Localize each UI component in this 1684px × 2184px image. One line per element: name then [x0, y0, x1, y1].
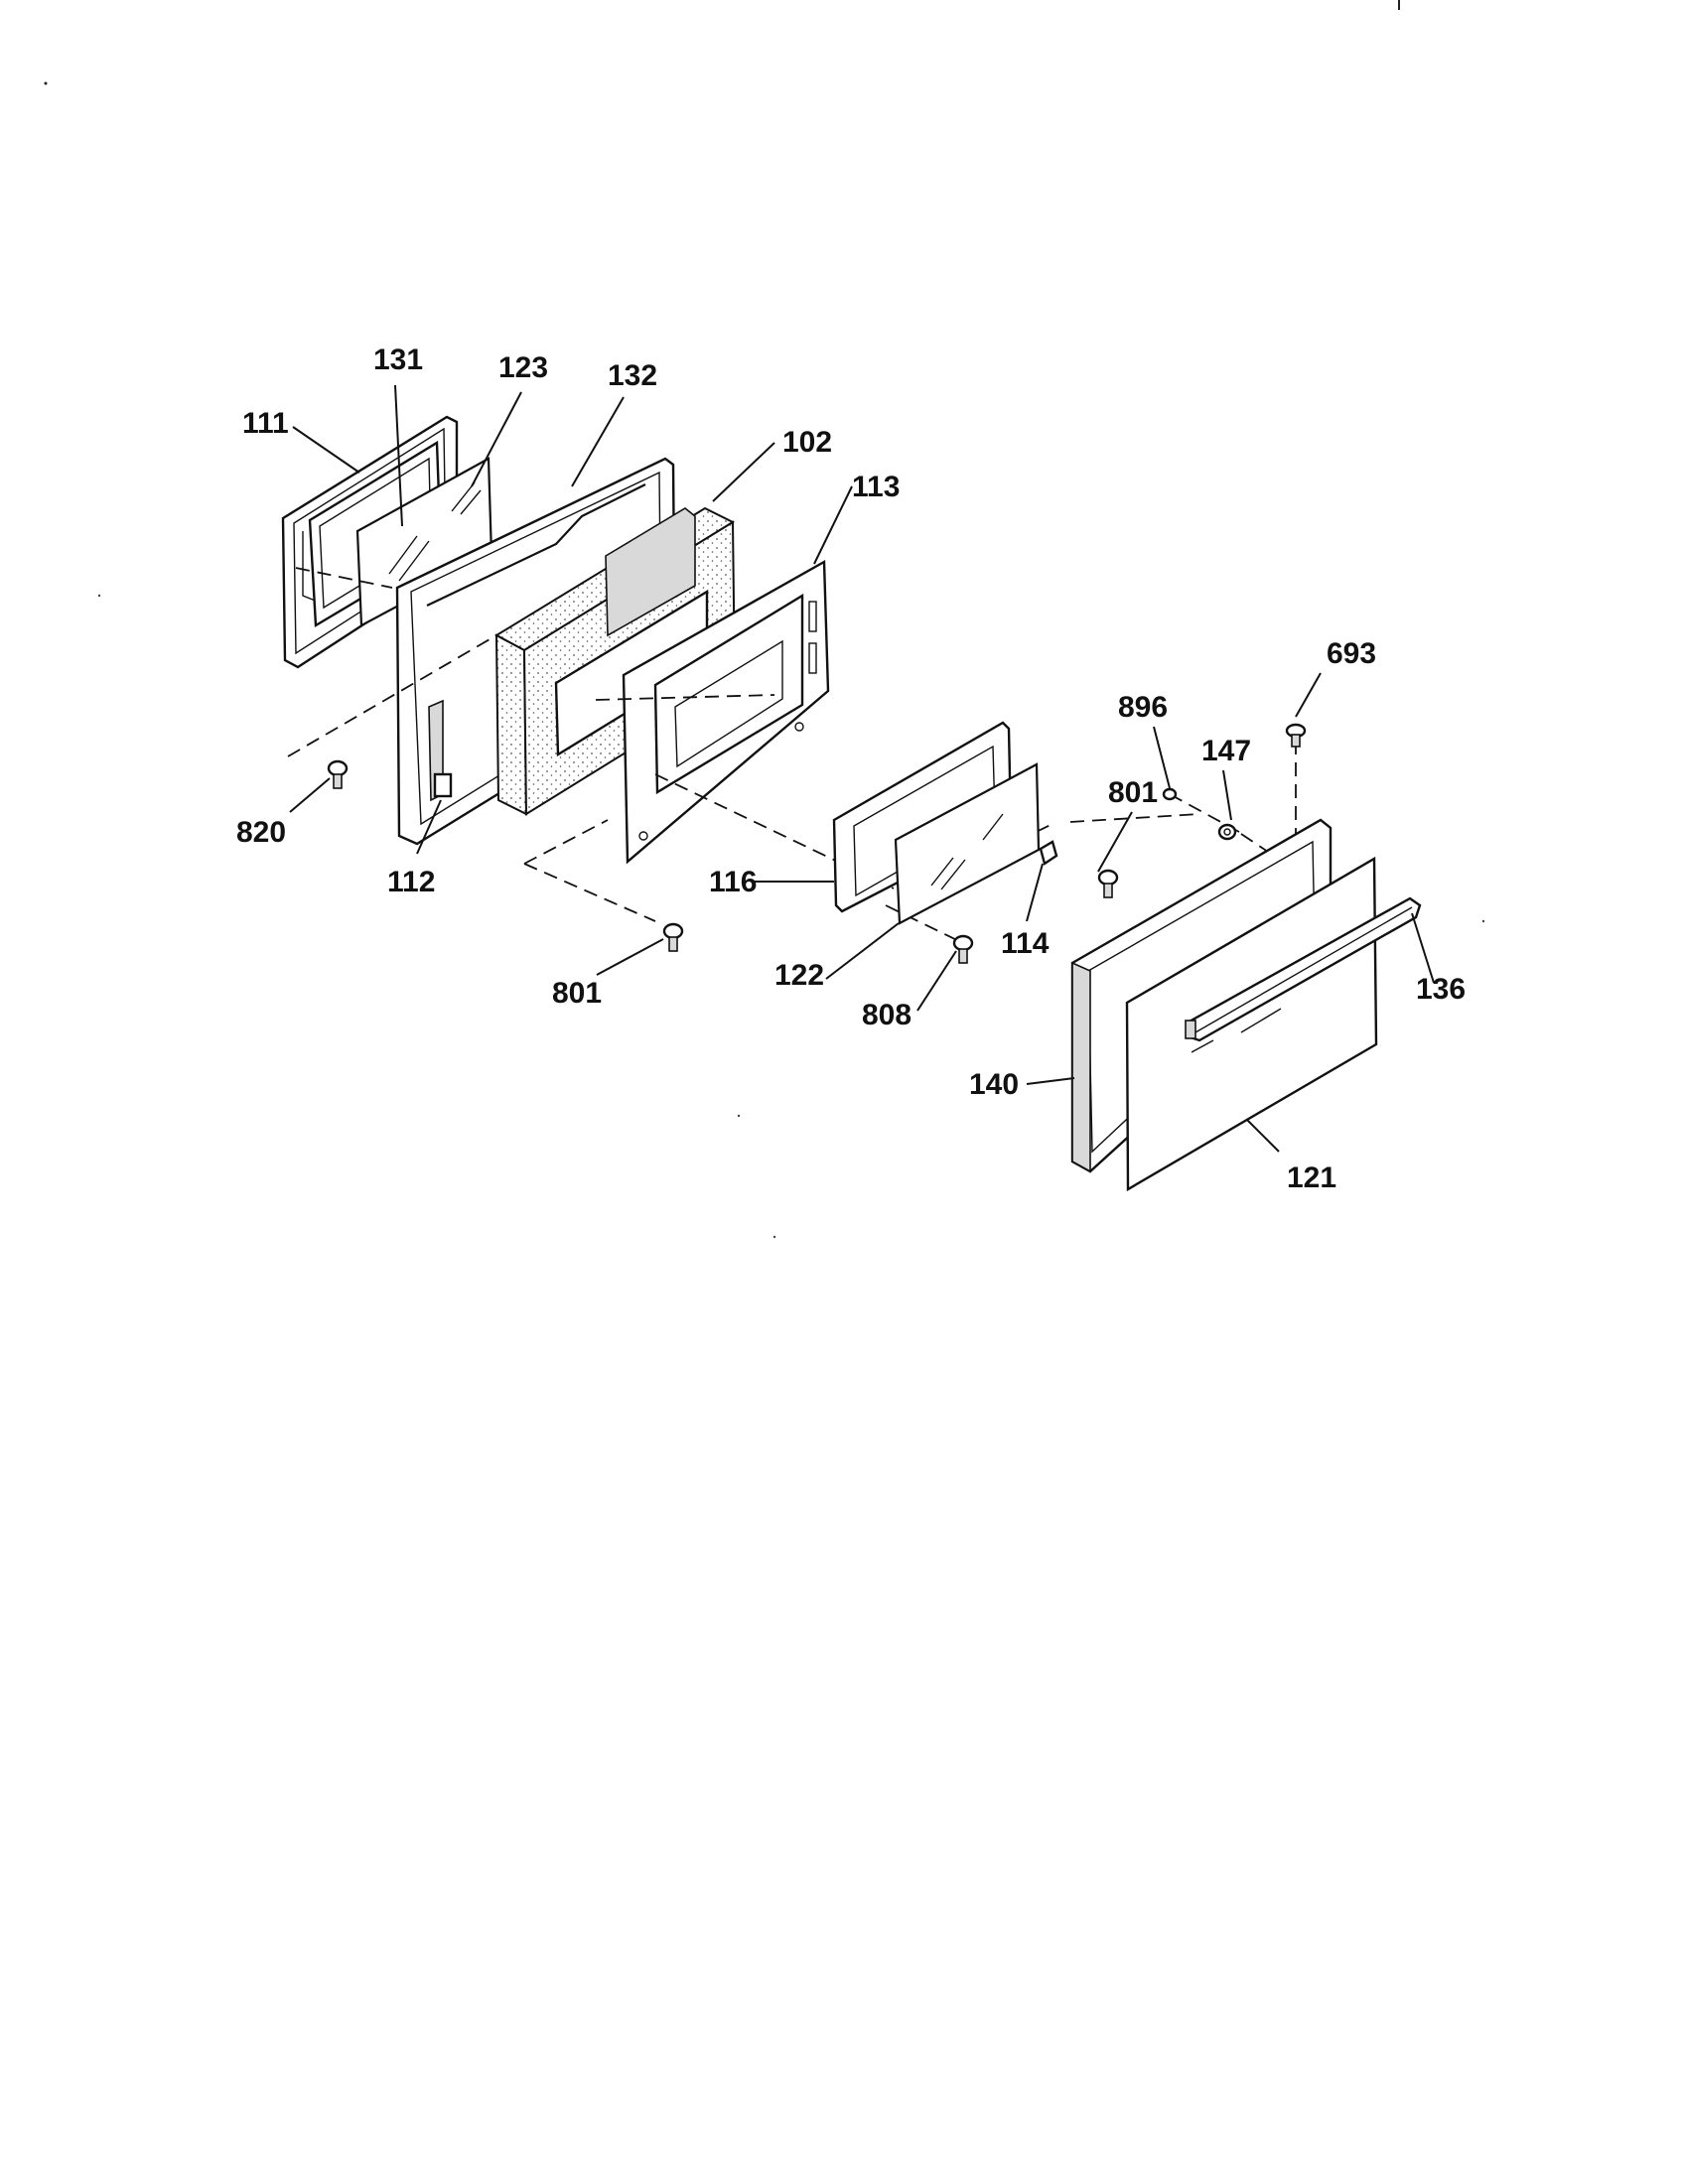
callout-122: 122 — [774, 959, 824, 992]
callout-693: 693 — [1327, 637, 1376, 670]
callout-labels: 111 131 123 132 102 113 820 112 801 116 … — [236, 343, 1466, 1194]
callout-121: 121 — [1287, 1161, 1336, 1194]
callout-820: 820 — [236, 816, 286, 849]
leader-lines — [289, 384, 1435, 1153]
callout-147: 147 — [1201, 735, 1251, 767]
callout-801-left: 801 — [552, 977, 602, 1010]
callout-123: 123 — [498, 351, 548, 384]
callout-114: 114 — [1001, 927, 1050, 960]
callout-102: 102 — [782, 426, 832, 459]
part-112-hinge — [428, 699, 453, 802]
part-693-screw — [1285, 723, 1307, 748]
part-121-outer-panel — [1125, 856, 1378, 1192]
callout-131: 131 — [373, 343, 423, 376]
callout-801-right: 801 — [1108, 776, 1158, 809]
callout-116: 116 — [709, 866, 757, 898]
scan-specks — [44, 0, 1485, 1239]
callout-136: 136 — [1416, 973, 1466, 1006]
part-122-window-glass — [894, 762, 1041, 925]
callout-896: 896 — [1118, 691, 1168, 724]
part-147-washer — [1217, 823, 1237, 841]
part-808-screw — [952, 934, 974, 964]
callout-113: 113 — [852, 471, 900, 503]
part-114-clip — [1039, 840, 1058, 866]
part-820-screw — [327, 759, 349, 789]
callout-140: 140 — [969, 1068, 1019, 1101]
part-801-screw-right — [1097, 869, 1119, 898]
part-113-inner-panel — [622, 559, 830, 865]
callout-132: 132 — [608, 359, 657, 392]
callout-808: 808 — [862, 999, 912, 1031]
part-123-glass — [355, 457, 493, 627]
part-136-handle — [1185, 896, 1422, 1042]
callout-111: 111 — [242, 407, 289, 440]
callout-112: 112 — [387, 866, 435, 898]
part-801-screw-left — [662, 922, 684, 952]
part-896-screw — [1162, 787, 1178, 801]
